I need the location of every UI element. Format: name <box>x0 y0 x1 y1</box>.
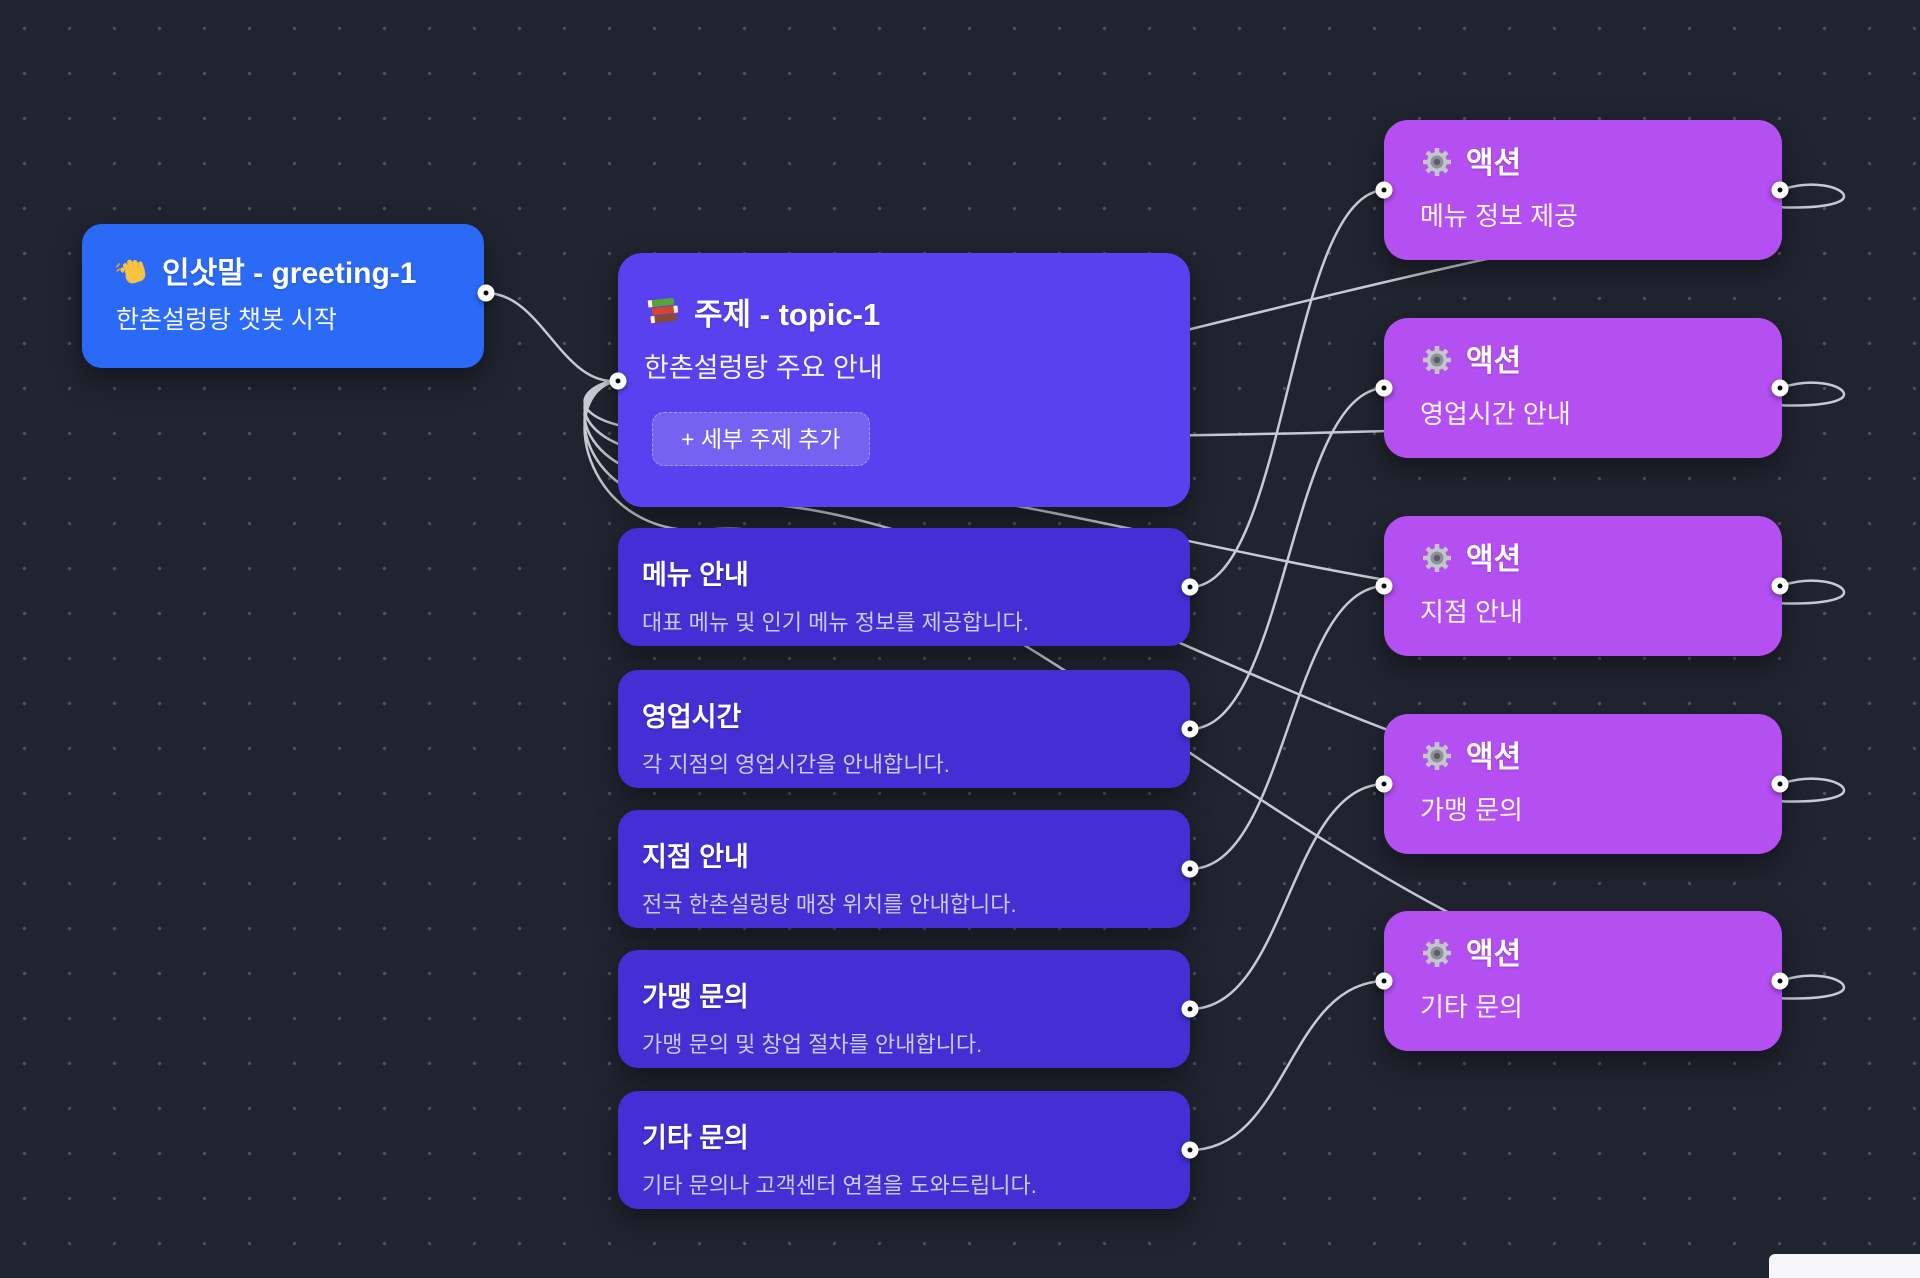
subtopic-node-hours[interactable]: 영업시간 각 지점의 영업시간을 안내합니다. <box>618 670 1190 788</box>
edge-greeting-to-topic <box>484 291 614 383</box>
output-handle-greeting[interactable] <box>477 284 495 302</box>
edge-subtopic2-to-action2 <box>1188 386 1388 731</box>
edge-subtopic1-to-action1 <box>1188 188 1388 589</box>
input-handle-action-hours-info[interactable] <box>1375 379 1393 397</box>
add-subtopic-button[interactable]: + 세부 주제 추가 <box>652 412 870 466</box>
action-node-title: 액션 <box>1466 741 1522 774</box>
subtopic-desc: 기타 문의나 고객센터 연결을 도와드립니다. <box>642 1173 1037 1198</box>
action-node-title: 액션 <box>1466 938 1522 971</box>
action-node-desc: 지점 안내 <box>1420 597 1523 627</box>
output-handle-subtopic-locations[interactable] <box>1181 860 1199 878</box>
subtopic-title: 메뉴 안내 <box>642 560 749 590</box>
action-node-desc: 기타 문의 <box>1420 992 1523 1022</box>
output-handle-subtopic-hours[interactable] <box>1181 720 1199 738</box>
greeting-node[interactable]: 인삿말 - greeting-1 한촌설렁탕 챗봇 시작 <box>82 224 484 368</box>
output-handle-subtopic-franchise[interactable] <box>1181 1000 1199 1018</box>
input-handle-action-etc[interactable] <box>1375 972 1393 990</box>
action-node-franchise-contact[interactable]: 액션 가맹 문의 <box>1384 714 1782 854</box>
topic-node-title: 주제 - topic-1 <box>694 296 881 332</box>
output-handle-action-location-info[interactable] <box>1771 577 1789 595</box>
action-node-desc: 가맹 문의 <box>1420 795 1523 825</box>
subtopic-title: 기타 문의 <box>642 1123 749 1153</box>
action-node-menu-info[interactable]: 액션 메뉴 정보 제공 <box>1384 120 1782 260</box>
gear-icon <box>1420 541 1454 580</box>
greeting-node-subtitle: 한촌설렁탕 챗봇 시작 <box>116 306 337 334</box>
output-handle-action-etc[interactable] <box>1771 972 1789 990</box>
output-handle-action-hours-info[interactable] <box>1771 379 1789 397</box>
greeting-node-title: 인삿말 - greeting-1 <box>162 256 417 290</box>
edge-subtopic4-to-action4 <box>1188 782 1388 1011</box>
gear-icon <box>1420 739 1454 778</box>
subtopic-node-menu[interactable]: 메뉴 안내 대표 메뉴 및 인기 메뉴 정보를 제공합니다. <box>618 528 1190 646</box>
action-node-desc: 영업시간 안내 <box>1420 399 1571 429</box>
topic-node[interactable]: 주제 - topic-1 한촌설렁탕 주요 안내 + 세부 주제 추가 <box>618 253 1190 507</box>
books-icon <box>644 293 682 336</box>
action-node-etc-contact[interactable]: 액션 기타 문의 <box>1384 911 1782 1051</box>
minimap-panel <box>1769 1254 1920 1278</box>
subtopic-desc: 대표 메뉴 및 인기 메뉴 정보를 제공합니다. <box>642 610 1029 635</box>
edge-subtopic3-to-action3 <box>1188 584 1388 871</box>
action-node-title: 액션 <box>1466 543 1522 576</box>
gear-icon <box>1420 145 1454 184</box>
subtopic-desc: 전국 한촌설렁탕 매장 위치를 안내합니다. <box>642 892 1017 917</box>
subtopic-desc: 가맹 문의 및 창업 절차를 안내합니다. <box>642 1032 983 1057</box>
gear-icon <box>1420 936 1454 975</box>
input-handle-action-menu-info[interactable] <box>1375 181 1393 199</box>
edge-action5-return <box>583 381 1846 1002</box>
edge-subtopic5-to-action5 <box>1188 979 1388 1152</box>
input-handle-topic[interactable] <box>609 372 627 390</box>
input-handle-action-location-info[interactable] <box>1375 577 1393 595</box>
subtopic-node-franchise[interactable]: 가맹 문의 가맹 문의 및 창업 절차를 안내합니다. <box>618 950 1190 1068</box>
waving-hand-icon <box>116 254 150 293</box>
input-handle-action-franchise[interactable] <box>1375 775 1393 793</box>
topic-node-subtitle: 한촌설렁탕 주요 안내 <box>644 353 883 383</box>
action-node-title: 액션 <box>1466 345 1522 378</box>
action-node-hours-info[interactable]: 액션 영업시간 안내 <box>1384 318 1782 458</box>
subtopic-title: 가맹 문의 <box>642 982 749 1012</box>
output-handle-subtopic-menu[interactable] <box>1181 578 1199 596</box>
subtopic-node-etc[interactable]: 기타 문의 기타 문의나 고객센터 연결을 도와드립니다. <box>618 1091 1190 1209</box>
output-handle-subtopic-etc[interactable] <box>1181 1141 1199 1159</box>
subtopic-title: 지점 안내 <box>642 842 749 872</box>
subtopic-title: 영업시간 <box>642 702 742 732</box>
gear-icon <box>1420 343 1454 382</box>
action-node-desc: 메뉴 정보 제공 <box>1420 201 1578 231</box>
subtopic-desc: 각 지점의 영업시간을 안내합니다. <box>642 752 950 777</box>
output-handle-action-menu-info[interactable] <box>1771 181 1789 199</box>
action-node-title: 액션 <box>1466 147 1522 180</box>
subtopic-node-locations[interactable]: 지점 안내 전국 한촌설렁탕 매장 위치를 안내합니다. <box>618 810 1190 928</box>
action-node-location-info[interactable]: 액션 지점 안내 <box>1384 516 1782 656</box>
output-handle-action-franchise[interactable] <box>1771 775 1789 793</box>
